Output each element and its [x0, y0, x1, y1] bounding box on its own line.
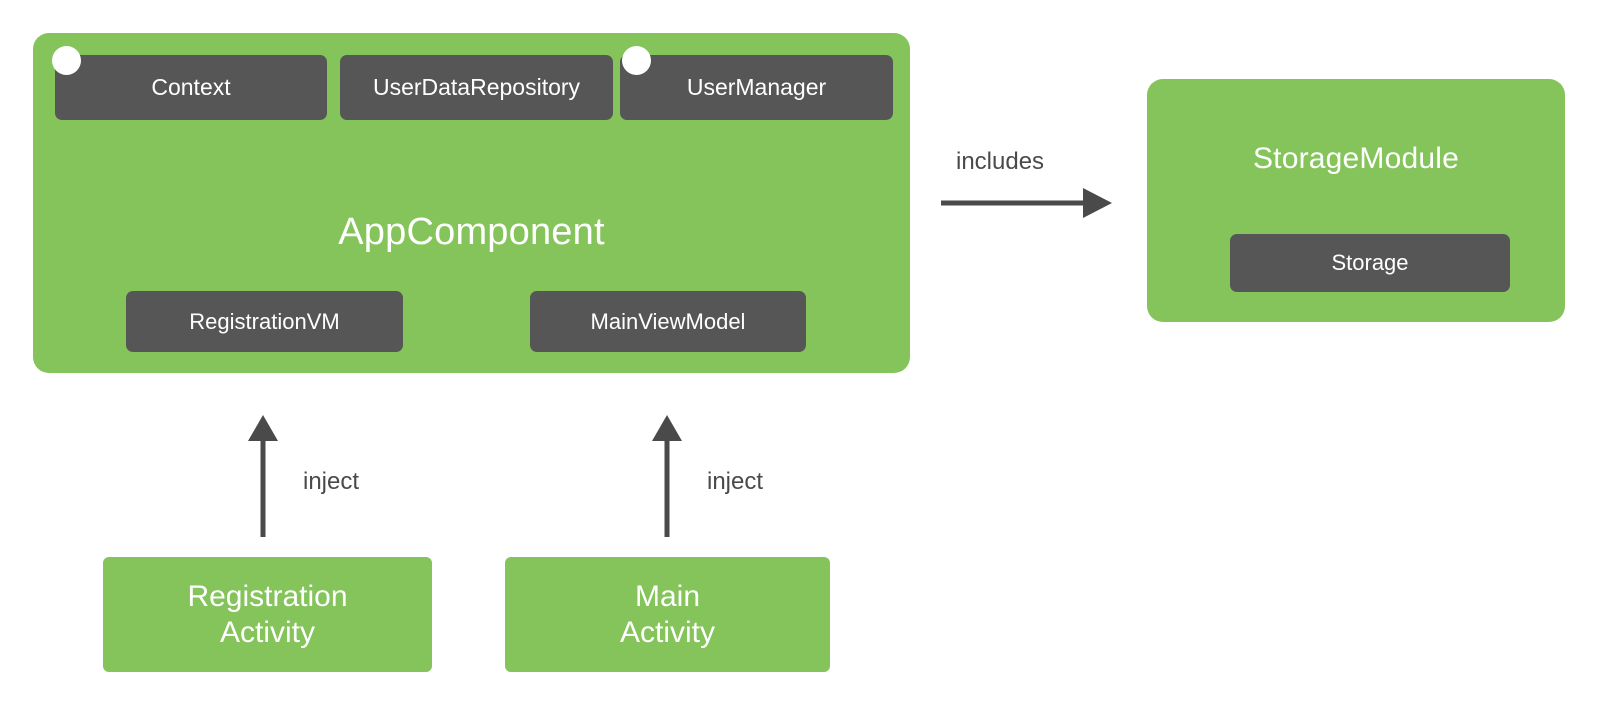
storage-module-title: StorageModule	[1252, 142, 1460, 175]
dependency-chip-context[interactable]: Context	[55, 55, 327, 120]
provision-dot-icon	[622, 46, 651, 75]
activity-label-line1: Main	[634, 580, 701, 614]
provided-chip-storage[interactable]: Storage	[1230, 234, 1510, 292]
activity-label-line2: Activity	[219, 615, 315, 649]
edge-label-inject-main: inject	[707, 468, 764, 495]
activity-box-registration[interactable]: Registration Activity	[103, 557, 432, 672]
activity-box-main[interactable]: Main Activity	[505, 557, 830, 672]
provision-dot-icon	[52, 46, 81, 75]
activity-label-line2: Activity	[619, 615, 715, 649]
provided-chip-label: Storage	[1331, 250, 1409, 275]
inject-registration-arrow-icon	[248, 415, 278, 537]
injection-target-label: MainViewModel	[590, 308, 746, 334]
dependency-chip-label: UserDataRepository	[372, 74, 581, 100]
edge-label-includes: includes	[956, 148, 1045, 175]
inject-main-arrow-icon	[652, 415, 682, 537]
dependency-chip-usermanager[interactable]: UserManager	[620, 55, 893, 120]
activity-label-line1: Registration	[187, 580, 348, 614]
edge-label-inject-registration: inject	[303, 468, 360, 495]
injection-target-chip-mainviewmodel[interactable]: MainViewModel	[530, 291, 806, 352]
dependency-chip-label: UserManager	[686, 74, 827, 100]
dependency-chip-label: Context	[151, 74, 231, 100]
dependency-chip-userdatarepository[interactable]: UserDataRepository	[340, 55, 613, 120]
injection-target-label: RegistrationVM	[189, 308, 340, 334]
includes-arrow-icon	[941, 188, 1112, 218]
app-component-title: AppComponent	[338, 211, 605, 253]
injection-target-chip-registrationvm[interactable]: RegistrationVM	[126, 291, 403, 352]
